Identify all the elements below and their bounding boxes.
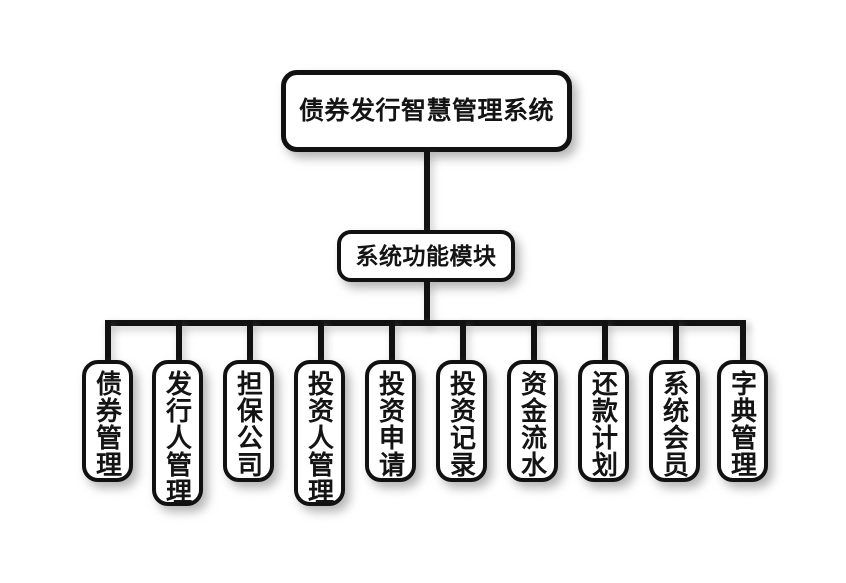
node-leaf-2-label: 发行人管理: [162, 370, 193, 505]
node-leaf-8[interactable]: 还款计划: [578, 360, 629, 482]
node-leaf-10-label: 字典管理: [727, 370, 758, 478]
node-leaf-5-label: 投资申请: [375, 370, 406, 478]
node-leaf-5[interactable]: 投资申请: [365, 360, 416, 482]
node-leaf-4[interactable]: 投资人管理: [294, 360, 345, 506]
node-middle-label: 系统功能模块: [355, 242, 497, 269]
connector-root-to-middle: [424, 150, 430, 232]
node-leaf-1-label: 债券管理: [92, 370, 123, 478]
connector-drop-10: [740, 320, 746, 364]
node-leaf-3-label: 担保公司: [233, 370, 264, 478]
connector-drop-7: [531, 320, 537, 364]
node-leaf-3[interactable]: 担保公司: [223, 360, 274, 482]
node-leaf-4-label: 投资人管理: [304, 370, 335, 505]
node-leaf-9[interactable]: 系统会员: [649, 360, 700, 482]
node-root-label: 债券发行智慧管理系统: [298, 96, 554, 125]
connector-drop-3: [247, 320, 253, 364]
node-leaf-8-label: 还款计划: [588, 370, 619, 478]
node-leaf-9-label: 系统会员: [659, 370, 690, 478]
connector-drop-9: [673, 320, 679, 364]
node-middle[interactable]: 系统功能模块: [337, 230, 515, 282]
connector-drop-6: [460, 320, 466, 364]
node-leaf-6-label: 投资记录: [446, 370, 477, 478]
connector-middle-to-bus: [424, 280, 430, 326]
node-leaf-6[interactable]: 投资记录: [436, 360, 487, 482]
node-root[interactable]: 债券发行智慧管理系统: [281, 70, 572, 152]
node-leaf-1[interactable]: 债券管理: [82, 360, 133, 482]
connector-drop-4: [318, 320, 324, 364]
connector-drop-2: [176, 320, 182, 364]
node-leaf-7-label: 资金流水: [517, 370, 548, 478]
node-leaf-10[interactable]: 字典管理: [717, 360, 768, 482]
node-leaf-7[interactable]: 资金流水: [507, 360, 558, 482]
node-leaf-2[interactable]: 发行人管理: [152, 360, 203, 506]
connector-drop-8: [602, 320, 608, 364]
connector-drop-5: [389, 320, 395, 364]
connector-horizontal-bus: [105, 320, 746, 326]
connector-drop-1: [105, 320, 111, 364]
